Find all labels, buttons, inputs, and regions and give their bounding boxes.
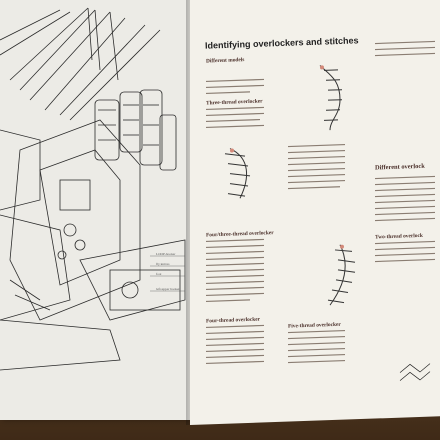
label-4: left-upper hooker: [156, 287, 180, 291]
left-page: LOOP-hooker fly knives foot left-upper h…: [0, 0, 190, 420]
overlocker-illustration: [0, 7, 186, 371]
label-1: LOOP-hooker: [156, 252, 176, 256]
right-page: Different models Three-thread overlocker…: [190, 0, 440, 426]
label-2: fly knives: [156, 262, 170, 266]
label-3: foot: [156, 272, 162, 276]
right-page-text-lines: [206, 40, 435, 381]
